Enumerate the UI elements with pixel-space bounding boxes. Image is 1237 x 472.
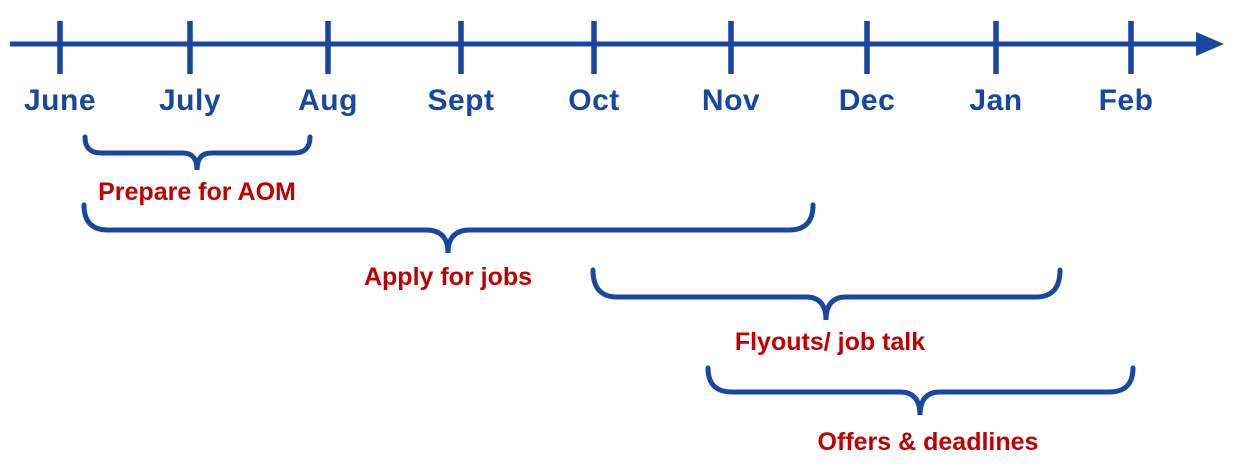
timeline-axis (10, 21, 1200, 74)
month-label-july: July (158, 84, 222, 117)
phase-label-prepare-for-aom: Prepare for AOM (98, 178, 296, 206)
month-label-june: June (23, 84, 97, 117)
brace-prepare-for-aom (82, 134, 313, 171)
phase-label-offers-deadlines: Offers & deadlines (817, 428, 1039, 456)
month-label-dec: Dec (838, 84, 896, 117)
phase-label-flyouts-job-talk: Flyouts/ job talk (734, 328, 926, 356)
month-label-oct: Oct (568, 84, 620, 117)
month-label-jan: Jan (969, 84, 1023, 117)
phase-label-apply-for-jobs: Apply for jobs (363, 263, 533, 291)
brace-flyouts-job-talk (590, 267, 1063, 321)
phase-braces (81, 134, 1136, 416)
timeline-ticks (57, 21, 1134, 74)
month-label-sept: Sept (427, 84, 495, 117)
arrow-head-icon (1196, 32, 1224, 56)
brace-apply-for-jobs (81, 202, 816, 254)
month-label-aug: Aug (298, 84, 358, 117)
month-label-nov: Nov (701, 84, 761, 117)
month-label-feb: Feb (1098, 84, 1154, 117)
brace-offers-deadlines (705, 365, 1136, 416)
